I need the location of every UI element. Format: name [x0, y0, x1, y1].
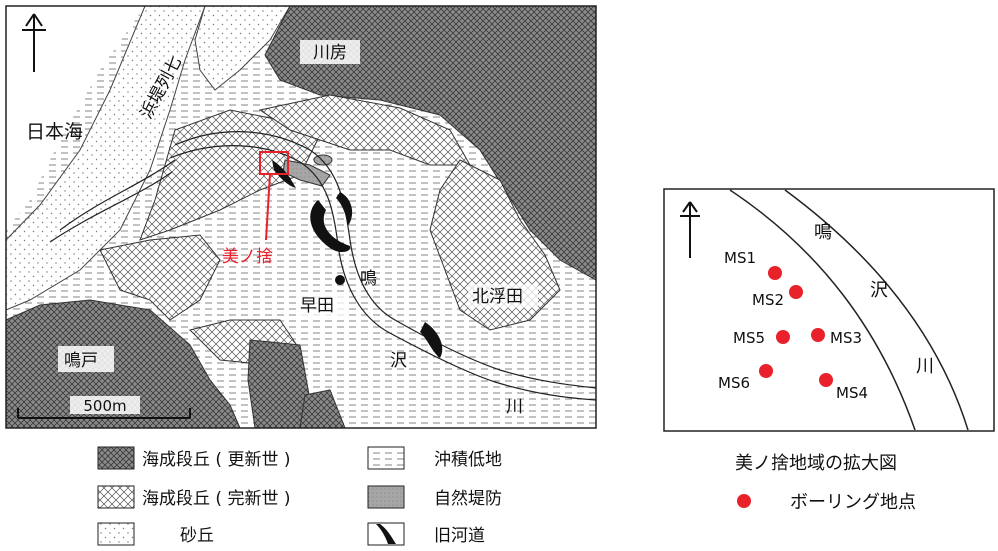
- legend-swatch-alluvial-lowland: [367, 446, 405, 470]
- holocene-terrace-area: [139, 109, 321, 241]
- boring-point-label: MS2: [752, 291, 784, 309]
- label-na: 鳴: [360, 269, 377, 289]
- boring-point: [776, 330, 790, 344]
- main-map: 500m 川房 日本海 浜堤列七 美ノ捨 鳴 早田 北浮田 沢 川 鳴戸: [5, 5, 597, 429]
- legend-swatch-sand-dune: [97, 522, 135, 546]
- legend-label: 海成段丘 ( 更新世 ): [142, 450, 290, 470]
- label-wasada: 早田: [300, 296, 334, 316]
- boring-point: [768, 266, 782, 280]
- label-naruto: 鳴戸: [64, 351, 98, 371]
- legend-label: 砂丘: [180, 526, 214, 546]
- boring-point: [759, 364, 773, 378]
- inset-title: 美ノ捨地域の拡大図: [735, 453, 897, 474]
- legend-label: 自然堤防: [434, 489, 502, 509]
- old-river-channel: [420, 322, 443, 358]
- boring-point: [811, 328, 825, 342]
- inset-river-label: 沢: [870, 280, 888, 301]
- inset-legend-label: ボーリング地点: [790, 492, 916, 513]
- boring-point-legend-marker: [737, 494, 751, 508]
- legend-swatch-pleistocene-terrace: [97, 446, 135, 470]
- main-map-frame: [5, 5, 597, 429]
- legend-label: 旧河道: [434, 526, 485, 546]
- river-channel: [49, 171, 173, 243]
- label-mirusute: 美ノ捨: [222, 247, 273, 267]
- label-sea: 日本海: [26, 121, 83, 143]
- boring-point-label: MS4: [836, 384, 868, 402]
- natural-levee-area: [313, 154, 333, 166]
- study-area-box: [259, 151, 289, 175]
- holocene-terrace-area: [99, 234, 221, 321]
- river-channel: [59, 159, 176, 231]
- legend-swatch-old-river-channel: [367, 522, 405, 546]
- legend-swatch-natural-levee: [367, 485, 405, 509]
- scale-label: 500m: [83, 397, 126, 415]
- map-legend: 海成段丘 ( 更新世 ) 沖積低地 海成段丘 ( 完新世 ) 自然堤防 砂丘 旧…: [97, 446, 502, 546]
- inset-river-bank: [729, 189, 916, 431]
- wasada-point: [335, 275, 345, 285]
- boring-point: [819, 373, 833, 387]
- label-kitaukeda: 北浮田: [472, 287, 523, 307]
- label-kawa: 川: [506, 397, 523, 417]
- boring-point-label: MS6: [718, 374, 750, 392]
- label-kawabo: 川房: [313, 43, 347, 63]
- pleistocene-terrace-area: [247, 339, 311, 429]
- old-river-channel: [310, 200, 351, 253]
- boring-point-label: MS3: [830, 329, 862, 347]
- north-arrow-icon: [22, 13, 46, 72]
- inset-map-frame: [663, 188, 995, 432]
- legend-label: 沖積低地: [434, 450, 502, 470]
- boring-point-label: MS1: [724, 249, 756, 267]
- boring-point-label: MS5: [733, 329, 765, 347]
- scale-bar: [17, 408, 191, 419]
- inset-map: 鳴 沢 川 MS1 MS2 MS5 MS3 MS6 MS4 美ノ捨地域の拡大図 …: [663, 188, 995, 513]
- legend-label: 海成段丘 ( 完新世 ): [142, 489, 290, 509]
- river-channel: [174, 131, 597, 389]
- inset-river-bank: [784, 189, 969, 431]
- inset-river-label: 鳴: [814, 222, 832, 243]
- inset-river-label: 川: [916, 356, 934, 377]
- old-river-channel: [336, 192, 353, 226]
- holocene-terrace-area: [258, 94, 471, 166]
- sand-dune-area: [5, 5, 206, 311]
- study-area-leader: [265, 173, 271, 241]
- north-arrow-icon: [680, 201, 700, 258]
- legend-swatch-holocene-terrace: [97, 485, 135, 509]
- boring-point: [789, 285, 803, 299]
- sea-area: [6, 6, 145, 230]
- label-sawa: 沢: [390, 351, 407, 371]
